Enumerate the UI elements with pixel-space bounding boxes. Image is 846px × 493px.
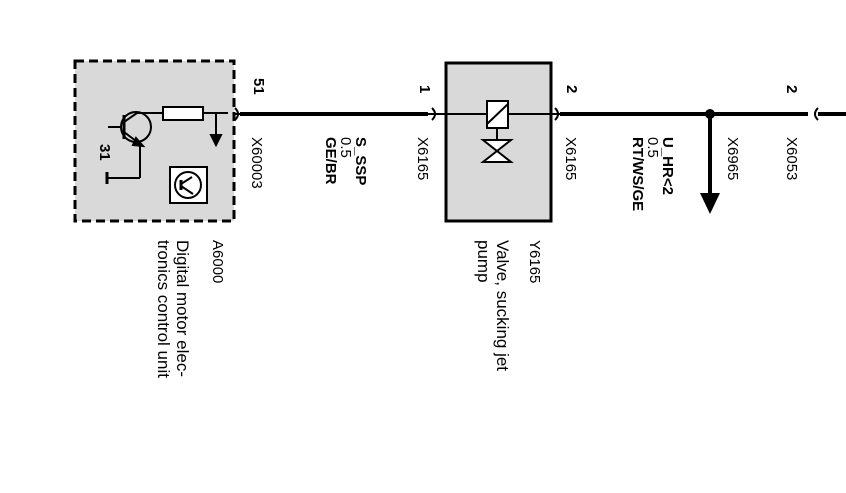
ecu-description-1: Digital motor elec- bbox=[173, 240, 192, 377]
junction-x6965[interactable] bbox=[700, 109, 720, 214]
wire-1-color: GE/BR bbox=[322, 137, 339, 185]
meter-icon bbox=[169, 166, 208, 204]
ground-label: 31 bbox=[96, 144, 113, 161]
connector-x6053[interactable] bbox=[814, 107, 819, 121]
ecu-description-2: tronics control unit bbox=[154, 240, 173, 378]
wire-2-gauge: 0.5 bbox=[644, 137, 661, 158]
wire-2-signal: U_HR<2 bbox=[659, 137, 676, 195]
transistor-icon bbox=[105, 106, 228, 184]
ecu-box[interactable] bbox=[73, 59, 236, 223]
valve-description-1: Valve, sucking jet bbox=[493, 240, 512, 371]
valve-connector-right[interactable] bbox=[554, 107, 559, 121]
valve-id: Y6165 bbox=[526, 240, 543, 283]
connector-x60003[interactable] bbox=[234, 107, 242, 121]
wire-1-gauge: 0.5 bbox=[337, 137, 354, 158]
pin-1: 1 bbox=[416, 85, 433, 93]
pin-2-valve: 2 bbox=[563, 85, 580, 93]
connector-label-x6965: X6965 bbox=[724, 137, 741, 180]
wire-1-signal: S_SSP bbox=[352, 137, 369, 185]
ecu-id: A6000 bbox=[209, 240, 226, 283]
connector-label-x6053: X6053 bbox=[783, 137, 800, 180]
valve-connector-left[interactable] bbox=[431, 107, 436, 121]
connector-label-x6165-left: X6165 bbox=[414, 137, 431, 180]
connector-label-x6165-right: X6165 bbox=[562, 137, 579, 180]
wire-2-color: RT/WS/GE bbox=[629, 137, 646, 211]
valve-description-2: pump bbox=[474, 240, 493, 283]
pin-2-x6053: 2 bbox=[783, 85, 800, 93]
pin-51: 51 bbox=[250, 78, 267, 95]
connector-label-x60003: X60003 bbox=[248, 137, 265, 189]
solenoid-valve-icon bbox=[480, 100, 514, 163]
